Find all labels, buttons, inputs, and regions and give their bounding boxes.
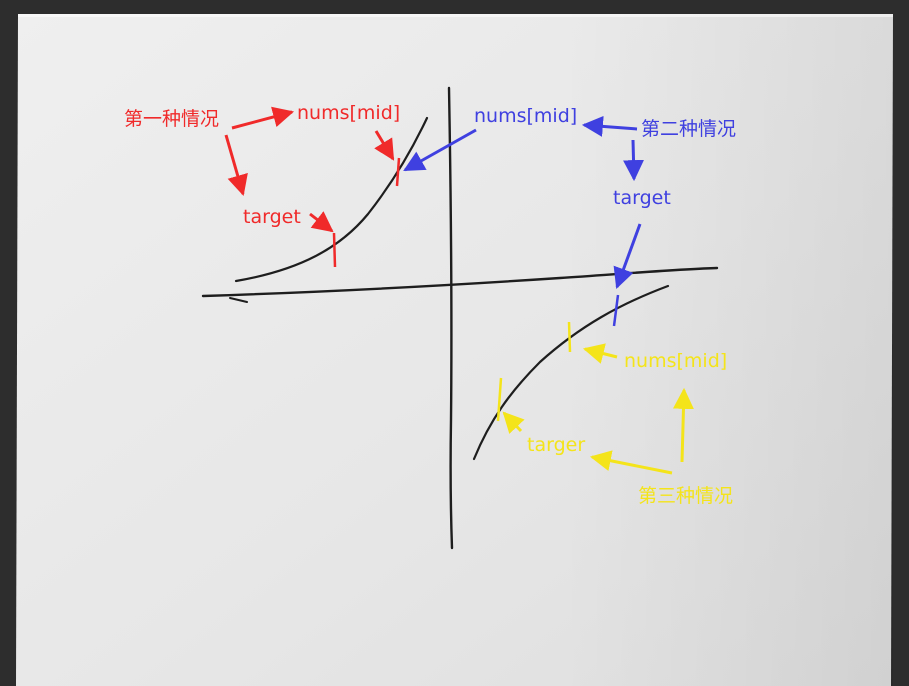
case1-group: 第一种情况 nums[mid] target [124,102,401,268]
case3-arrow-to-target [589,450,673,475]
case1-target-tick [332,232,337,268]
case3-arrow-to-mid [672,387,694,463]
x-axis-line [201,266,719,298]
case1-target-label: target [243,206,301,228]
case1-mid-label: nums[mid] [297,102,400,124]
case2-title: 第二种情况 [641,118,736,140]
case1-arrow-mid-to-curve [374,130,395,161]
case3-title: 第三种情况 [638,485,733,507]
case3-group: 第三种情况 nums[mid] targer [496,321,733,507]
case2-mid-label: nums[mid] [474,105,577,127]
case2-arrow-mid-to-curve [403,128,477,172]
paper-top-strip [18,14,893,17]
case1-arrow-target-to-curve [309,211,334,233]
case1-arrow-to-mid [231,106,295,130]
lower-right-curve [472,284,670,461]
case2-arrow-to-mid [581,115,638,137]
case2-arrow-to-target [623,139,645,182]
case2-target-label: target [613,187,671,209]
case3-mid-tick [567,321,572,353]
case3-target-label: targer [527,434,585,456]
case3-arrow-target-to-curve [502,411,525,434]
case1-title: 第一种情况 [124,108,219,130]
case3-target-tick [496,377,503,422]
x-axis-tail-stroke [229,297,248,303]
case3-mid-label: nums[mid] [624,350,727,372]
case2-arrow-target-to-curve [613,223,642,289]
case1-mid-tick [395,157,401,187]
y-axis-line [447,86,454,550]
case2-group: 第二种情况 nums[mid] target [403,105,736,327]
case3-arrow-mid-to-curve [582,343,618,364]
case1-arrow-to-target [224,134,248,197]
case2-target-tick [612,294,620,327]
